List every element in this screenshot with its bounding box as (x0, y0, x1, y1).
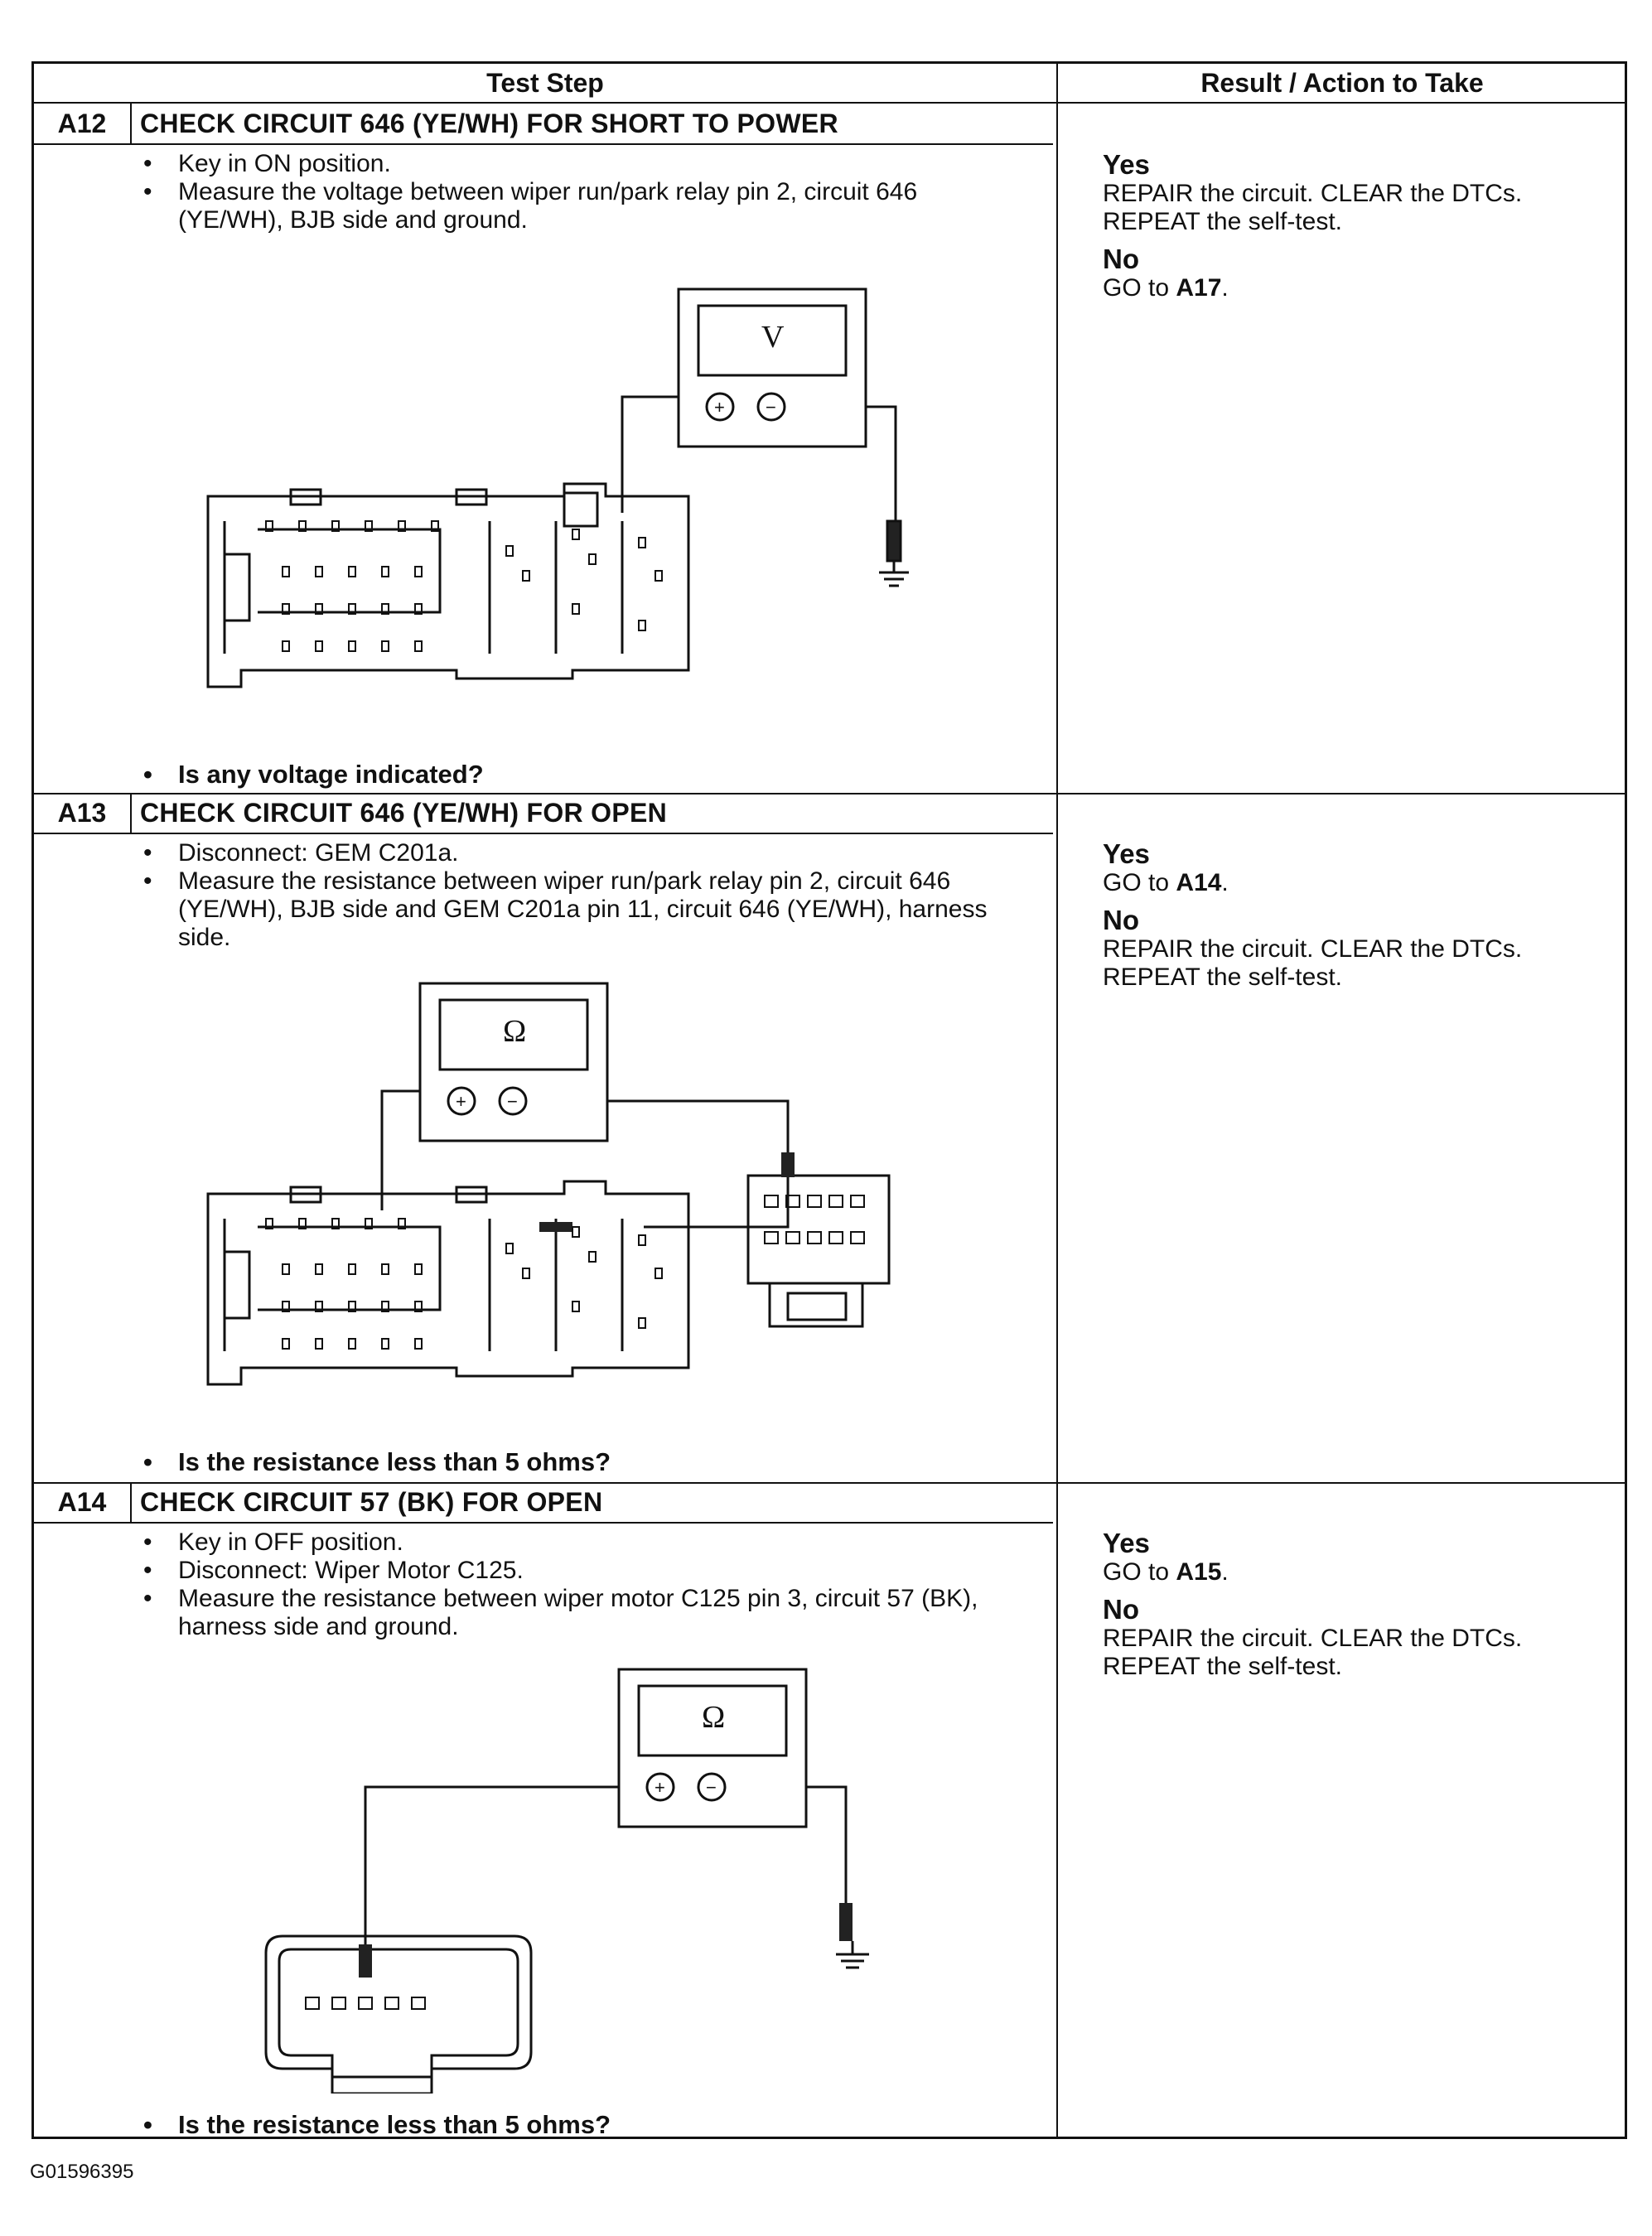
list-item: Measure the resistance between wiper mot… (132, 1585, 1002, 1641)
step-a14-instructions: Key in OFF position. Disconnect: Wiper M… (132, 1528, 1002, 1641)
header-test-step: Test Step (486, 68, 604, 98)
step-a12-question: Is any voltage indicated? (132, 760, 484, 790)
list-item: Disconnect: Wiper Motor C125. (132, 1557, 1002, 1585)
step-a14-results: Yes GO to A15. No REPAIR the circuit. CL… (1103, 1528, 1616, 1681)
list-item: Disconnect: GEM C201a. (132, 839, 1002, 867)
multimeter-icon (418, 982, 609, 1142)
svg-text:+: + (655, 1777, 665, 1798)
step-id-a13: A13 (57, 798, 107, 828)
divider (34, 1482, 1625, 1484)
result-yes-label: Yes (1103, 1528, 1150, 1558)
svg-text:+: + (456, 1091, 466, 1112)
result-yes-label: Yes (1103, 838, 1150, 869)
step-a14-question: Is the resistance less than 5 ohms? (132, 2110, 611, 2140)
svg-text:−: − (507, 1091, 518, 1112)
result-yes-text: GO to A15. (1103, 1558, 1229, 1586)
figure-code: G01596395 (30, 2161, 134, 2183)
divider (34, 1522, 1053, 1524)
result-yes-text: GO to A14. (1103, 869, 1229, 896)
step-title-a12: CHECK CIRCUIT 646 (YE/WH) FOR SHORT TO P… (140, 109, 838, 138)
ohmmeter-diagram-a13: Ω + − (206, 982, 891, 1386)
svg-text:−: − (766, 397, 776, 418)
column-divider (1056, 64, 1058, 2137)
divider (34, 102, 1625, 104)
step-a12-instructions: Key in ON position. Measure the voltage … (132, 150, 1002, 234)
svg-text:−: − (706, 1777, 717, 1798)
step-title-a13: CHECK CIRCUIT 646 (YE/WH) FOR OPEN (140, 798, 668, 828)
meter-symbol: V (761, 320, 785, 355)
result-yes-text: REPAIR the circuit. CLEAR the DTCs. REPE… (1103, 180, 1523, 235)
list-item: Key in OFF position. (132, 1528, 1002, 1557)
step-reference: A15 (1176, 1558, 1222, 1586)
voltmeter-diagram-a12: V + − (206, 287, 909, 688)
list-item: Key in ON position. (132, 150, 1002, 178)
step-reference: A17 (1176, 274, 1222, 302)
result-no-label: No (1103, 1594, 1139, 1625)
result-no-label: No (1103, 905, 1139, 935)
meter-symbol: Ω (702, 1700, 725, 1735)
result-no-label: No (1103, 244, 1139, 274)
list-item: Measure the voltage between wiper run/pa… (132, 178, 1002, 234)
result-no-text: REPAIR the circuit. CLEAR the DTCs. REPE… (1103, 935, 1523, 991)
list-item: Measure the resistance between wiper run… (132, 867, 1002, 952)
divider (34, 833, 1053, 834)
divider (130, 793, 132, 833)
step-a12-results: Yes REPAIR the circuit. CLEAR the DTCs. … (1103, 150, 1616, 302)
meter-symbol: Ω (503, 1014, 526, 1049)
step-a13-results: Yes GO to A14. No REPAIR the circuit. CL… (1103, 839, 1616, 992)
multimeter-icon (617, 1668, 808, 1828)
step-title-a14: CHECK CIRCUIT 57 (BK) FOR OPEN (140, 1487, 603, 1517)
divider (34, 143, 1053, 145)
multimeter-icon (677, 287, 867, 448)
step-a13-question: Is the resistance less than 5 ohms? (132, 1447, 611, 1477)
divider (130, 104, 132, 143)
step-reference: A14 (1176, 869, 1222, 896)
result-no-text: GO to A17. (1103, 274, 1229, 302)
svg-text:+: + (714, 397, 725, 418)
result-no-text: REPAIR the circuit. CLEAR the DTCs. REPE… (1103, 1625, 1523, 1680)
ohmmeter-diagram-a14: Ω + − (264, 1668, 869, 2094)
test-step-table: Test Step Result / Action to Take A12 CH… (31, 61, 1627, 2140)
result-yes-label: Yes (1103, 149, 1150, 180)
header-result-action: Result / Action to Take (1200, 68, 1484, 98)
divider (130, 1482, 132, 1522)
step-id-a12: A12 (57, 109, 107, 138)
step-id-a14: A14 (57, 1487, 107, 1517)
divider (34, 793, 1625, 794)
step-a13-instructions: Disconnect: GEM C201a. Measure the resis… (132, 839, 1002, 952)
